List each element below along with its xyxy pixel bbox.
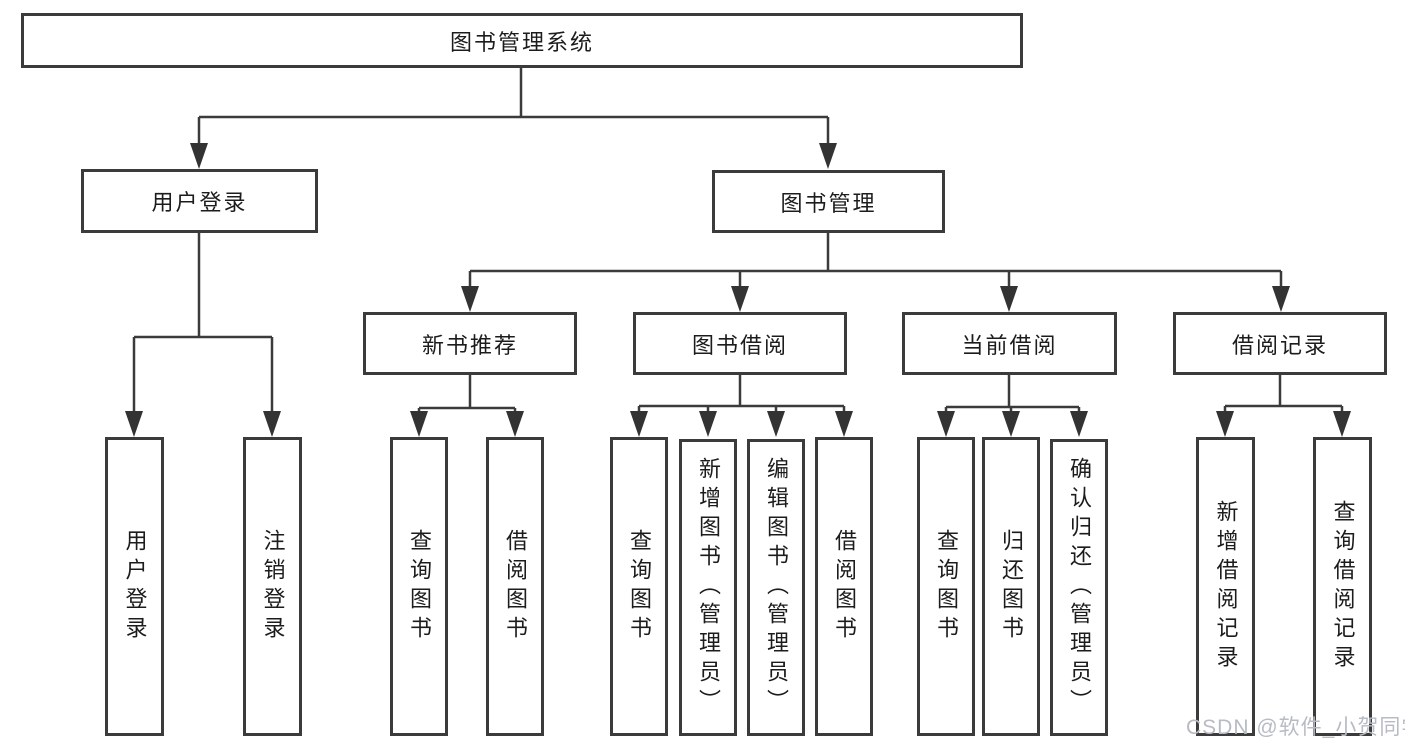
- arrowhead: [630, 411, 648, 437]
- leaf-borrow-books-recommend-label: 借阅图书: [503, 528, 528, 645]
- leaf-borrow-books-recommend: 借阅图书: [486, 437, 544, 736]
- leaf-query-borrow-record-label: 查询借阅记录: [1330, 499, 1356, 674]
- leaf-user-login: 用户登录: [105, 437, 164, 736]
- leaf-return-book: 归还图书: [982, 437, 1040, 736]
- leaf-edit-book-admin-label: 编辑图书（管理员）: [764, 457, 789, 718]
- leaf-query-borrow-record: 查询借阅记录: [1313, 437, 1372, 736]
- leaf-borrow-books-b: 借阅图书: [815, 437, 873, 736]
- leaf-add-borrow-record: 新增借阅记录: [1196, 437, 1255, 736]
- connector-root: [190, 68, 837, 169]
- leaf-query-books-borrow-label: 查询图书: [627, 528, 652, 645]
- arrowhead: [1216, 411, 1234, 437]
- leaf-add-book-admin: 新增图书（管理员）: [679, 439, 737, 736]
- leaf-logout-label: 注销登录: [260, 528, 286, 645]
- node-current-borrow: 当前借阅: [902, 312, 1117, 375]
- connector-new-book: [410, 375, 524, 437]
- arrowhead: [190, 143, 208, 169]
- arrowhead: [1002, 411, 1020, 437]
- leaf-add-book-admin-label: 新增图书（管理员）: [696, 457, 721, 718]
- node-book-borrow: 图书借阅: [633, 312, 847, 375]
- connector-book-borrow: [630, 375, 853, 437]
- arrowhead: [125, 411, 143, 437]
- arrowhead: [263, 411, 281, 437]
- arrowhead: [767, 411, 785, 437]
- leaf-query-books-current-label: 查询图书: [934, 528, 959, 645]
- node-user-login: 用户登录: [81, 169, 318, 233]
- node-borrow-records: 借阅记录: [1173, 312, 1387, 375]
- watermark-text: CSDN @软件_小贺同学: [1186, 716, 1405, 739]
- node-root: 图书管理系统: [21, 13, 1023, 68]
- arrowhead: [1333, 411, 1351, 437]
- leaf-confirm-return-admin-label: 确认归还（管理员）: [1067, 457, 1092, 718]
- connector-borrow-records: [1216, 375, 1351, 437]
- arrowhead: [731, 286, 749, 312]
- arrowhead: [1272, 286, 1290, 312]
- arrowhead: [506, 411, 524, 437]
- leaf-logout: 注销登录: [243, 437, 302, 736]
- node-new-book-recommend: 新书推荐: [363, 312, 577, 375]
- leaf-edit-book-admin: 编辑图书（管理员）: [747, 439, 805, 736]
- leaf-query-books-borrow: 查询图书: [610, 437, 668, 736]
- leaf-confirm-return-admin: 确认归还（管理员）: [1050, 439, 1108, 736]
- leaf-query-books-recommend-label: 查询图书: [407, 528, 432, 645]
- node-book-management: 图书管理: [712, 170, 945, 233]
- arrowhead: [819, 143, 837, 169]
- leaf-query-books-current: 查询图书: [917, 437, 975, 736]
- arrowhead: [835, 411, 853, 437]
- arrowhead: [1070, 411, 1088, 437]
- arrowhead: [461, 286, 479, 312]
- leaf-query-books-recommend: 查询图书: [390, 437, 448, 736]
- arrowhead: [410, 411, 428, 437]
- leaf-return-book-label: 归还图书: [999, 528, 1024, 645]
- leaf-borrow-books-b-label: 借阅图书: [832, 528, 857, 645]
- leaf-add-borrow-record-label: 新增借阅记录: [1213, 499, 1239, 674]
- arrowhead: [699, 411, 717, 437]
- leaf-user-login-label: 用户登录: [122, 528, 148, 645]
- connector-current-borrow: [937, 375, 1088, 437]
- arrowhead: [1000, 286, 1018, 312]
- connector-user-login: [125, 233, 281, 437]
- connector-book-management: [461, 233, 1290, 312]
- arrowhead: [937, 411, 955, 437]
